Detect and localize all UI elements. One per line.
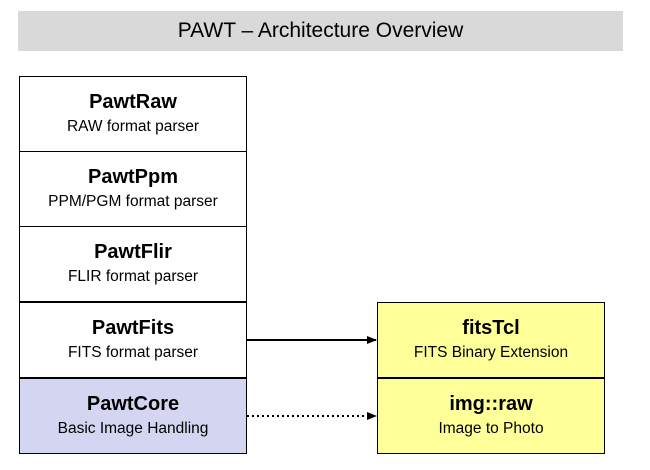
external-description: Image to Photo: [438, 420, 544, 437]
module-description: FLIR format parser: [67, 268, 199, 285]
external-fitstcl: fitsTcl FITS Binary Extension: [377, 302, 605, 378]
page-title: PAWT – Architecture Overview: [18, 11, 623, 51]
external-name: fitsTcl: [462, 317, 520, 339]
external-img-raw: img::raw Image to Photo: [377, 378, 605, 454]
module-description: FITS format parser: [67, 344, 199, 361]
module-name: PawtCore: [86, 393, 180, 415]
module-name: PawtFlir: [94, 241, 172, 263]
module-name: PawtPpm: [87, 166, 179, 188]
module-description: RAW format parser: [66, 118, 200, 135]
external-name: img::raw: [449, 393, 533, 415]
module-description: PPM/PGM format parser: [48, 193, 218, 210]
module-pawtppm: PawtPpm PPM/PGM format parser: [19, 151, 247, 227]
module-pawtflir: PawtFlir FLIR format parser: [19, 226, 247, 302]
external-description: FITS Binary Extension: [413, 344, 569, 361]
module-pawtraw: PawtRaw RAW format parser: [19, 76, 247, 152]
module-pawtcore: PawtCore Basic Image Handling: [19, 378, 247, 454]
module-name: PawtRaw: [89, 91, 177, 113]
module-description: Basic Image Handling: [57, 420, 209, 437]
module-pawtfits: PawtFits FITS format parser: [19, 302, 247, 378]
module-name: PawtFits: [91, 317, 175, 339]
